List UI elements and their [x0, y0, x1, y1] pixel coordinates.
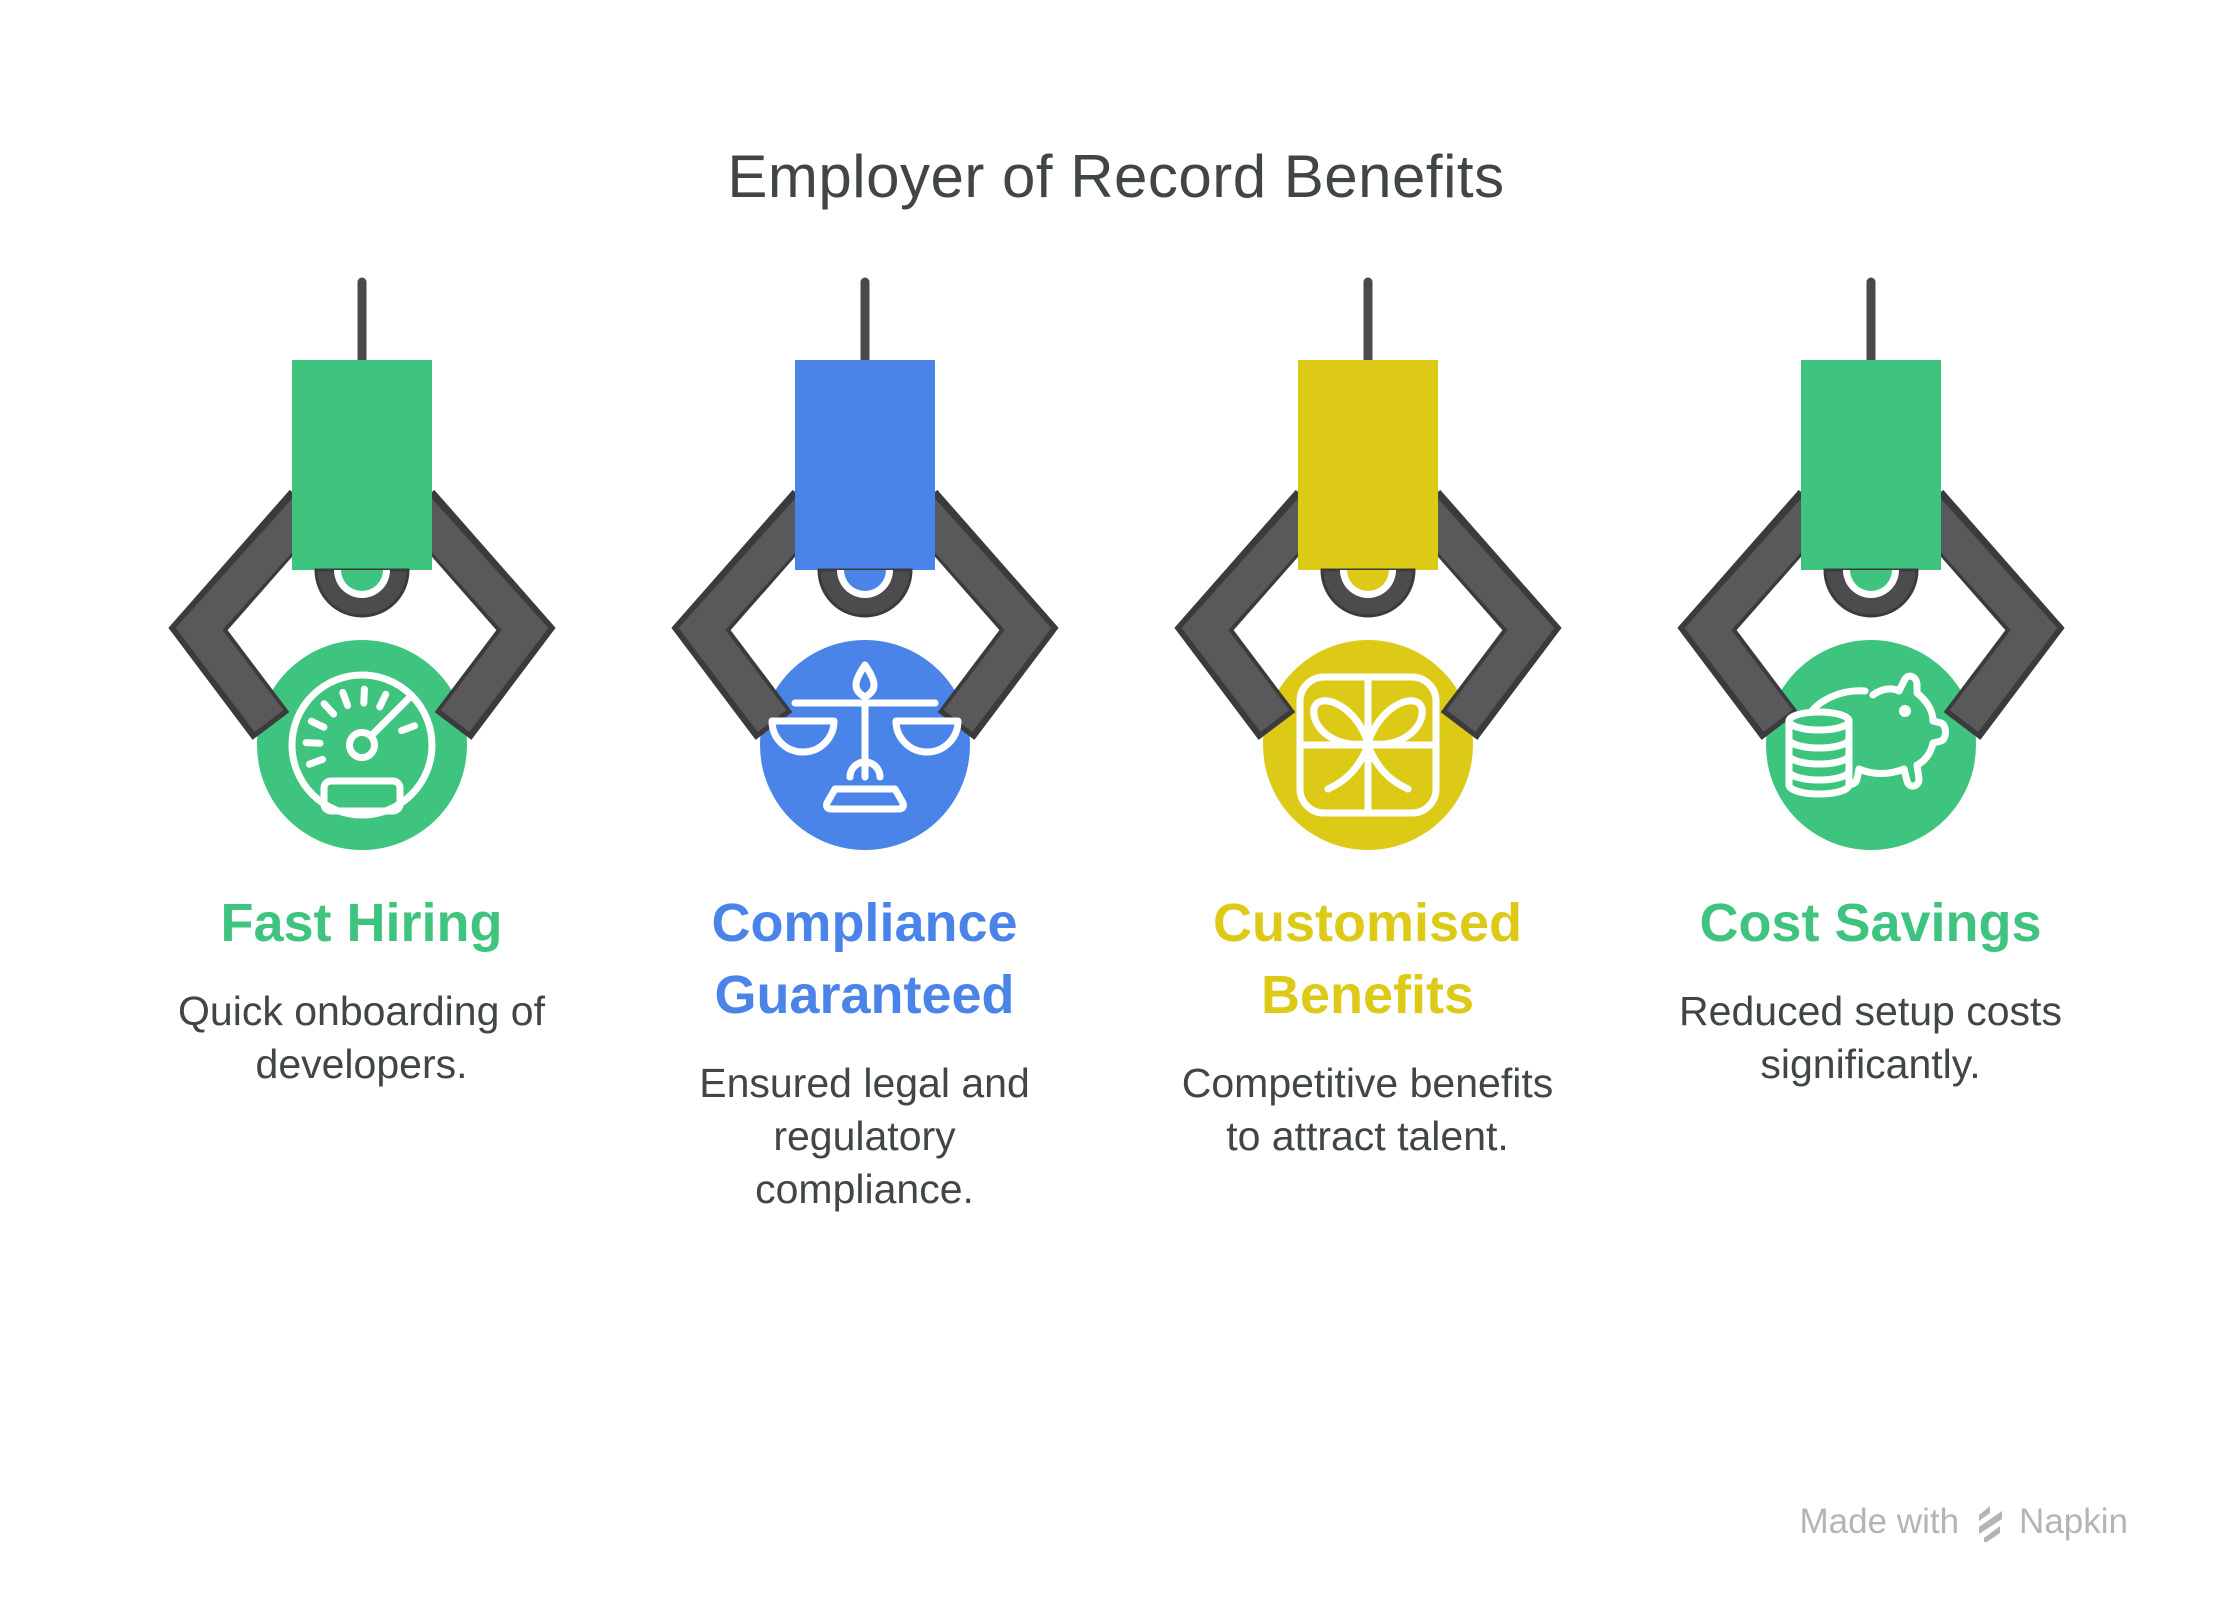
benefit-description: Ensured legal and regulatory compliance.: [699, 1060, 1030, 1212]
watermark-prefix: Made with: [1799, 1502, 1960, 1541]
claw-joint: [314, 568, 410, 618]
scales-icon: [768, 661, 962, 813]
column-cost-savings: Cost Savings Reduced setup costs signifi…: [1619, 277, 2122, 1216]
claw-body: [1298, 360, 1438, 570]
column-compliance-guaranteed: Compliance Guaranteed Ensured legal and …: [613, 277, 1116, 1216]
claw-arm-left: [671, 489, 828, 740]
watermark-brand: Napkin: [2019, 1502, 2128, 1541]
icon-circle: [1766, 640, 1976, 850]
benefit-heading: Customised Benefits: [1212, 893, 1523, 1025]
claw-joint: [1320, 568, 1416, 618]
piggy-bank-icon: [1785, 672, 1949, 798]
claw-machine-graphic: [671, 277, 1059, 850]
column-customised-benefits: Customised Benefits Competitive benefits…: [1116, 277, 1619, 1216]
benefit-description: Quick onboarding of developers.: [178, 988, 545, 1087]
claw-arm-right: [1405, 489, 1562, 740]
gift-icon: [1296, 673, 1440, 817]
claw-arm-right: [902, 489, 1059, 740]
claw-arm-left: [1677, 489, 1834, 740]
benefit-heading: Fast Hiring: [220, 893, 503, 953]
benefit-heading: Cost Savings: [1699, 893, 2042, 953]
claw-machine-graphic: [1174, 277, 1562, 850]
benefit-description: Competitive benefits to attract talent.: [1181, 1060, 1554, 1159]
claw-body: [795, 360, 935, 570]
speedometer-icon: [288, 671, 436, 819]
icon-circle: [257, 640, 467, 850]
benefit-description: Reduced setup costs significantly.: [1679, 988, 2062, 1087]
benefit-columns: Fast Hiring Quick onboarding of develope…: [0, 277, 2232, 1216]
claw-joint: [1823, 568, 1919, 618]
page-title: Employer of Record Benefits: [727, 143, 1505, 210]
made-with-napkin-watermark: Made with Napkin: [1800, 1502, 2128, 1542]
claw-machine-graphic: [168, 277, 556, 850]
claw-joint: [817, 568, 913, 618]
claw-arm-right: [1908, 489, 2065, 740]
napkin-logo-icon: [1979, 1506, 2003, 1542]
benefit-heading: Compliance Guaranteed: [711, 893, 1018, 1025]
claw-machine-graphic: [1677, 277, 2065, 850]
claw-arm-left: [168, 489, 325, 740]
claw-body: [1801, 360, 1941, 570]
claw-arm-right: [399, 489, 556, 740]
claw-arm-left: [1174, 489, 1331, 740]
column-fast-hiring: Fast Hiring Quick onboarding of develope…: [110, 277, 613, 1216]
claw-body: [292, 360, 432, 570]
